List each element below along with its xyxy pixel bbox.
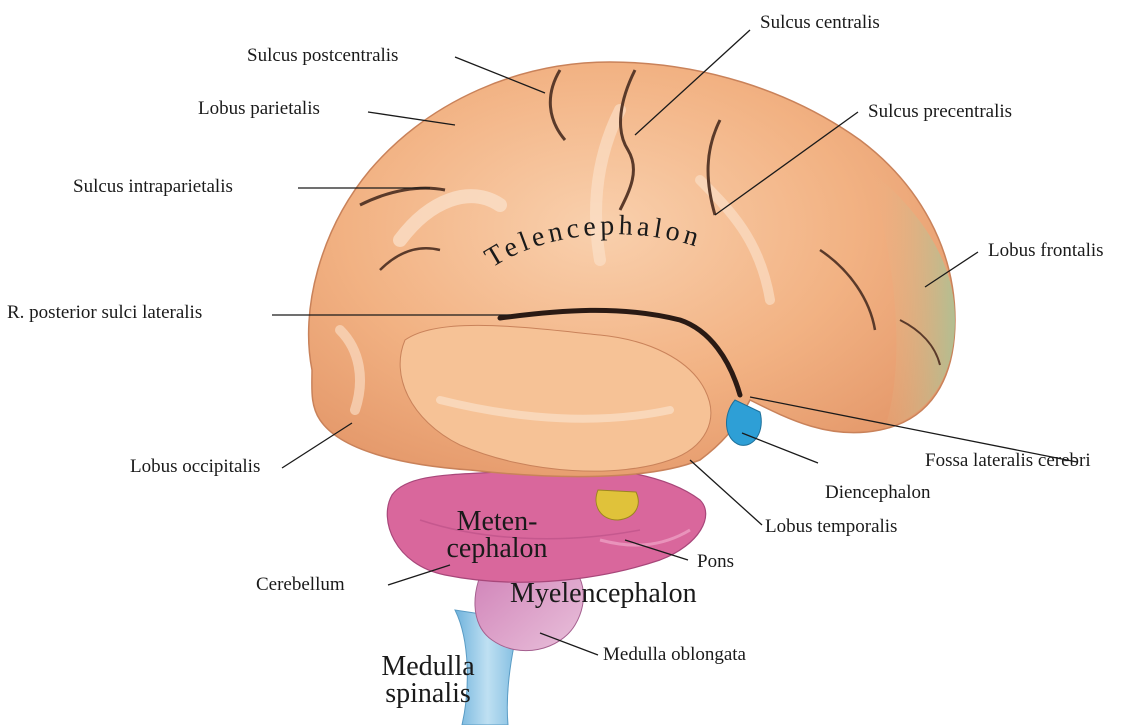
medulla-spinalis-line1: Medulla	[368, 653, 488, 680]
sulcus-postcentralis-label: Sulcus postcentralis	[247, 45, 398, 67]
lobus-occipitalis-label: Lobus occipitalis	[130, 456, 260, 478]
lobus-parietalis-label: Lobus parietalis	[198, 98, 320, 120]
medulla-spinalis-line2: spinalis	[368, 680, 488, 707]
sulcus-centralis-label: Sulcus centralis	[760, 12, 880, 34]
medulla-spinalis-label: Medulla spinalis	[368, 653, 488, 707]
sulcus-intraparietalis-label: Sulcus intraparietalis	[73, 176, 233, 198]
medulla-oblongata-label: Medulla oblongata	[603, 644, 746, 666]
metencephalon-label: Meten- cephalon	[422, 508, 572, 562]
r-posterior-sulci-lateralis-label: R. posterior sulci lateralis	[7, 302, 202, 324]
sulcus-precentralis-label: Sulcus precentralis	[868, 101, 1012, 123]
metencephalon-line2: cephalon	[422, 535, 572, 562]
fossa-lateralis-cerebri-label: Fossa lateralis cerebri	[925, 450, 1091, 472]
lobus-frontalis-label: Lobus frontalis	[988, 240, 1104, 262]
lobus-temporalis-label: Lobus temporalis	[765, 516, 897, 538]
cerebellum-label: Cerebellum	[256, 574, 345, 596]
diencephalon-label: Diencephalon	[825, 482, 931, 504]
pons-label: Pons	[697, 551, 734, 573]
metencephalon-line1: Meten-	[422, 508, 572, 535]
myelencephalon-label: Myelencephalon	[510, 580, 697, 607]
